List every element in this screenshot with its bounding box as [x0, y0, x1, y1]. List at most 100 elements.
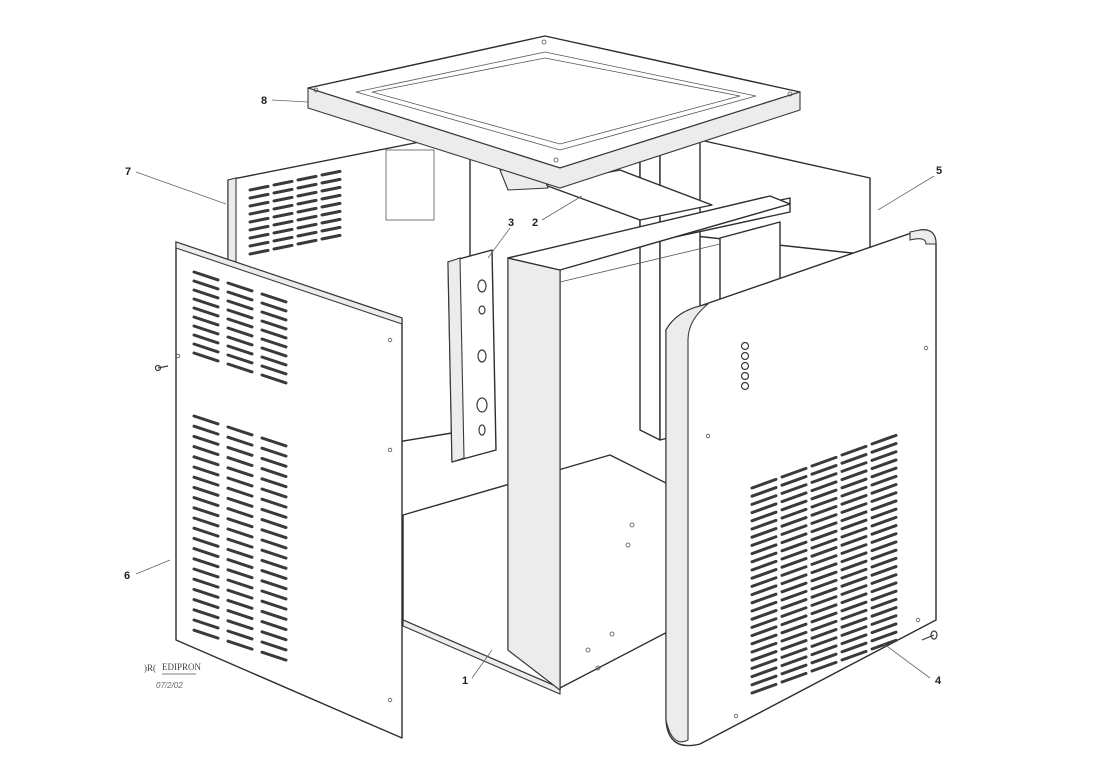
vent-slot	[750, 568, 778, 580]
vent-slot	[810, 587, 838, 599]
vent-slot	[226, 558, 254, 570]
vent-slot	[226, 335, 254, 347]
vent-slot	[840, 485, 868, 498]
part-3-vertical-bracket	[447, 249, 497, 463]
vent-slot	[248, 208, 270, 216]
vent-slot	[192, 628, 220, 640]
vent-slot	[192, 297, 220, 309]
callout-1: 1	[462, 675, 468, 687]
vent-slot	[296, 198, 318, 206]
vent-slot	[840, 584, 868, 596]
vent-slot	[192, 587, 220, 599]
vent-slot	[840, 576, 868, 588]
vent-slot	[870, 499, 898, 512]
vent-slot	[810, 488, 838, 501]
vent-slot	[870, 507, 898, 520]
vent-slot	[750, 535, 778, 547]
vent-slot	[750, 576, 778, 588]
vent-slot	[840, 502, 868, 514]
vent-slot	[320, 217, 342, 225]
vent-slot	[260, 364, 288, 376]
vent-slot	[192, 618, 220, 630]
leader-lines	[135, 99, 935, 679]
vent-slot	[296, 174, 318, 182]
screw-left	[154, 364, 169, 372]
vent-slot	[840, 518, 868, 531]
vent-slot	[192, 342, 220, 354]
vent-slot	[192, 557, 220, 569]
vent-slot	[296, 214, 318, 222]
vent-slot	[810, 562, 838, 575]
vent-slot	[810, 554, 838, 566]
vent-slot	[840, 535, 868, 547]
vent-slot	[226, 281, 254, 293]
vent-slot	[780, 491, 808, 504]
vent-slot	[192, 547, 220, 559]
vent-slot	[320, 233, 342, 241]
vent-slot	[192, 577, 220, 589]
vent-slot	[840, 649, 868, 662]
vent-slot	[192, 485, 220, 497]
vent-slot	[870, 614, 898, 626]
vent-slot	[192, 324, 220, 336]
callout-7: 7	[125, 166, 131, 178]
vent-slot	[870, 524, 898, 536]
vent-slot	[870, 540, 898, 553]
vent-slot	[260, 507, 288, 519]
vent-slot	[840, 510, 868, 523]
vent-slot	[870, 548, 898, 561]
vent-slot	[870, 638, 898, 651]
vent-slot	[810, 537, 838, 550]
vent-slot	[260, 355, 288, 367]
vent-slot	[870, 565, 898, 577]
vent-slot	[870, 474, 898, 487]
vent-slot	[192, 351, 220, 363]
vent-slot	[840, 477, 868, 490]
vent-slot	[750, 486, 778, 498]
vent-slot	[260, 650, 288, 662]
vent-slot	[260, 346, 288, 358]
vent-slot	[870, 483, 898, 495]
vent-slot	[296, 206, 318, 214]
vent-slot	[226, 476, 254, 488]
vent-slot	[248, 184, 270, 192]
vent-slot	[260, 518, 288, 530]
logo-brand: EDIPRON	[162, 662, 202, 672]
vent-slot	[810, 480, 838, 493]
vent-slot	[260, 569, 288, 581]
vent-slot	[260, 436, 288, 448]
vent-slot	[750, 609, 778, 621]
vent-slot	[260, 301, 288, 313]
vent-slot	[870, 581, 898, 594]
vent-slot	[750, 510, 778, 523]
vent-slot	[192, 288, 220, 300]
vent-slot	[870, 450, 898, 462]
vent-slot	[192, 424, 220, 436]
vent-slot	[780, 499, 808, 512]
callout-2: 2	[532, 217, 538, 229]
vent-slot	[870, 556, 898, 569]
vent-slot	[226, 299, 254, 311]
vent-slot	[870, 606, 898, 618]
vent-slot	[320, 185, 342, 193]
vent-slot	[870, 597, 898, 610]
vent-slot	[226, 435, 254, 447]
vent-slot	[226, 445, 254, 457]
vent-slot	[810, 496, 838, 509]
vent-slot	[810, 595, 838, 607]
vent-slot	[780, 622, 808, 635]
vent-slot	[780, 639, 808, 651]
vent-slot	[248, 192, 270, 200]
vent-slot	[272, 203, 294, 211]
vent-slot	[260, 599, 288, 611]
vent-slot	[320, 193, 342, 201]
vent-slot	[248, 248, 270, 256]
vent-slot	[870, 458, 898, 471]
vent-slot	[840, 633, 868, 646]
vent-slot	[272, 211, 294, 219]
vent-slot	[750, 650, 778, 662]
vent-slot	[780, 606, 808, 618]
vent-slot	[296, 238, 318, 246]
vent-slot	[260, 310, 288, 322]
vent-slot	[192, 496, 220, 508]
